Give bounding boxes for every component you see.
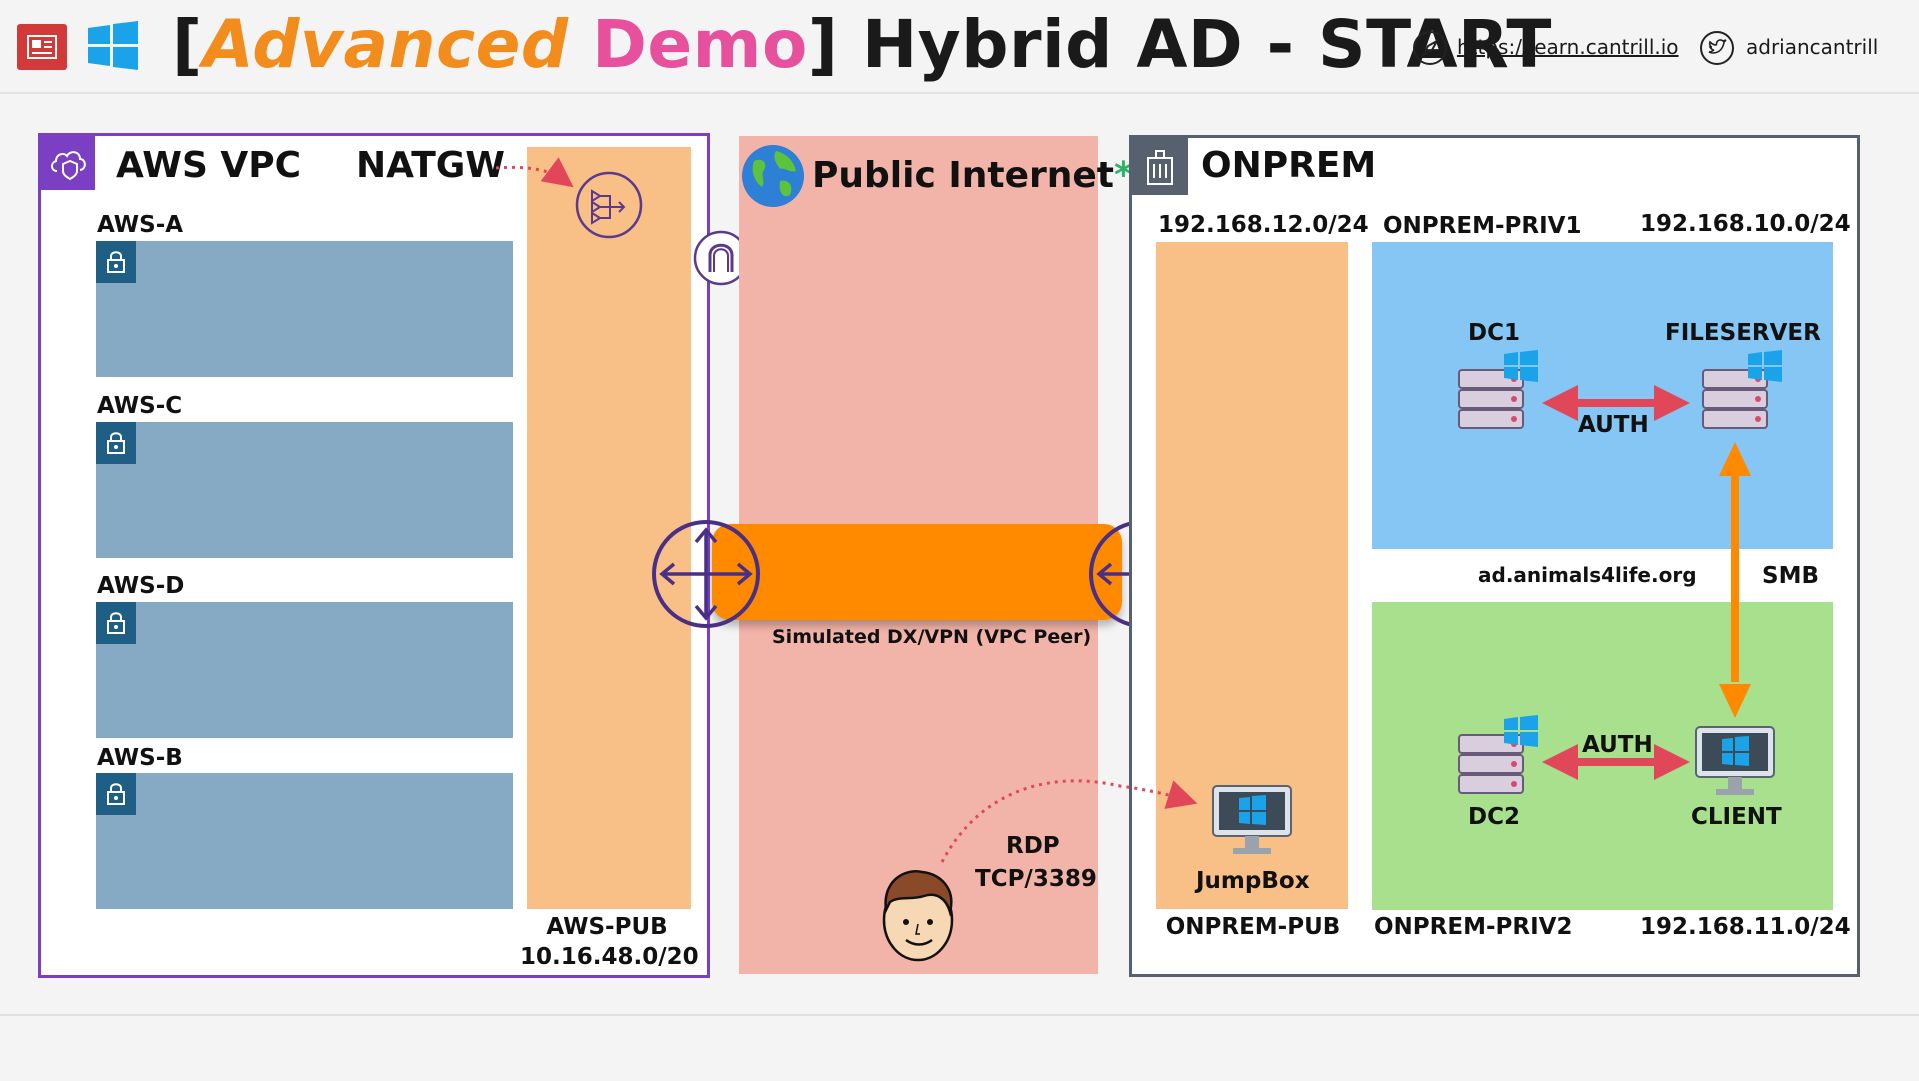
building-icon — [1132, 138, 1188, 195]
smb-arrow — [1719, 442, 1751, 718]
client-label: CLIENT — [1691, 804, 1782, 830]
subnet-aws-a — [96, 241, 513, 377]
subnet-aws-c — [96, 422, 513, 558]
auth-arrow-bottom — [1542, 744, 1690, 780]
natgw-label: NATGW — [356, 145, 506, 186]
website-link[interactable]: https://learn.cantrill.io — [1457, 35, 1679, 59]
aws-pub-label: AWS-PUB — [546, 914, 668, 940]
subnet-label-aws-d: AWS-D — [97, 573, 185, 599]
auth-label: AUTH — [1578, 412, 1649, 438]
windows-server-icon — [1700, 350, 1786, 440]
vpn-link-label: Simulated DX/VPN (VPC Peer) — [772, 626, 1092, 648]
priv1-label: ONPREM-PRIV1 — [1383, 213, 1582, 239]
rdp-label: RDP — [1006, 833, 1060, 859]
rdp-dotted-arrow — [940, 779, 1198, 863]
aws-vpc-label: AWS VPC — [116, 145, 302, 186]
rdp-port-label: TCP/3389 — [975, 866, 1097, 892]
windows-logo-icon — [86, 20, 140, 76]
lock-icon — [96, 773, 136, 815]
footer-bar — [0, 1014, 1919, 1081]
compass-icon — [1412, 30, 1448, 70]
onprem-pub-cidr: 192.168.12.0/24 — [1158, 212, 1369, 238]
subnet-label-aws-b: AWS-B — [97, 745, 183, 771]
auth-label: AUTH — [1582, 732, 1653, 758]
twitter-handle[interactable]: adriancantrill — [1746, 35, 1879, 59]
header-bar — [0, 0, 1919, 94]
windows-server-icon — [1456, 715, 1542, 805]
vpn-link-bar — [712, 524, 1122, 620]
subnet-aws-d — [96, 602, 513, 738]
windows-server-icon — [1456, 350, 1542, 440]
twitter-icon — [1699, 30, 1735, 70]
cantrill-logo-icon — [17, 24, 67, 70]
user-avatar-icon — [876, 862, 960, 970]
dc1-label: DC1 — [1468, 320, 1520, 346]
public-internet-label: Public Internet* — [812, 155, 1133, 196]
fileserver-label: FILESERVER — [1665, 320, 1821, 346]
natgw-dotted-arrow — [495, 157, 574, 188]
dc2-label: DC2 — [1468, 804, 1520, 830]
windows-client-icon — [1694, 725, 1776, 805]
globe-icon — [740, 143, 806, 213]
onprem-pub-label: ONPREM-PUB — [1165, 914, 1341, 940]
priv1-cidr: 192.168.10.0/24 — [1640, 211, 1851, 237]
priv2-label: ONPREM-PRIV2 — [1374, 914, 1573, 940]
page-title: [Advanced Demo] Hybrid AD - START — [172, 6, 1552, 83]
lock-icon — [96, 422, 136, 464]
vpc-icon — [41, 136, 95, 190]
aws-pub-cidr: 10.16.48.0/20 — [520, 944, 699, 970]
auth-arrow-top — [1542, 385, 1690, 421]
natgw-icon — [574, 170, 644, 244]
domain-label: ad.animals4life.org — [1478, 563, 1697, 587]
subnet-label-aws-a: AWS-A — [97, 212, 184, 238]
subnet-label-aws-c: AWS-C — [97, 393, 183, 419]
router-icon — [650, 518, 762, 634]
jumpbox-label: JumpBox — [1196, 868, 1310, 894]
aws-pub-subnet — [527, 147, 691, 909]
subnet-aws-b — [96, 773, 513, 909]
windows-client-icon — [1211, 784, 1293, 864]
onprem-label: ONPREM — [1201, 145, 1377, 186]
smb-label: SMB — [1762, 563, 1819, 589]
priv2-cidr: 192.168.11.0/24 — [1640, 914, 1851, 940]
lock-icon — [96, 602, 136, 644]
lock-icon — [96, 241, 136, 283]
